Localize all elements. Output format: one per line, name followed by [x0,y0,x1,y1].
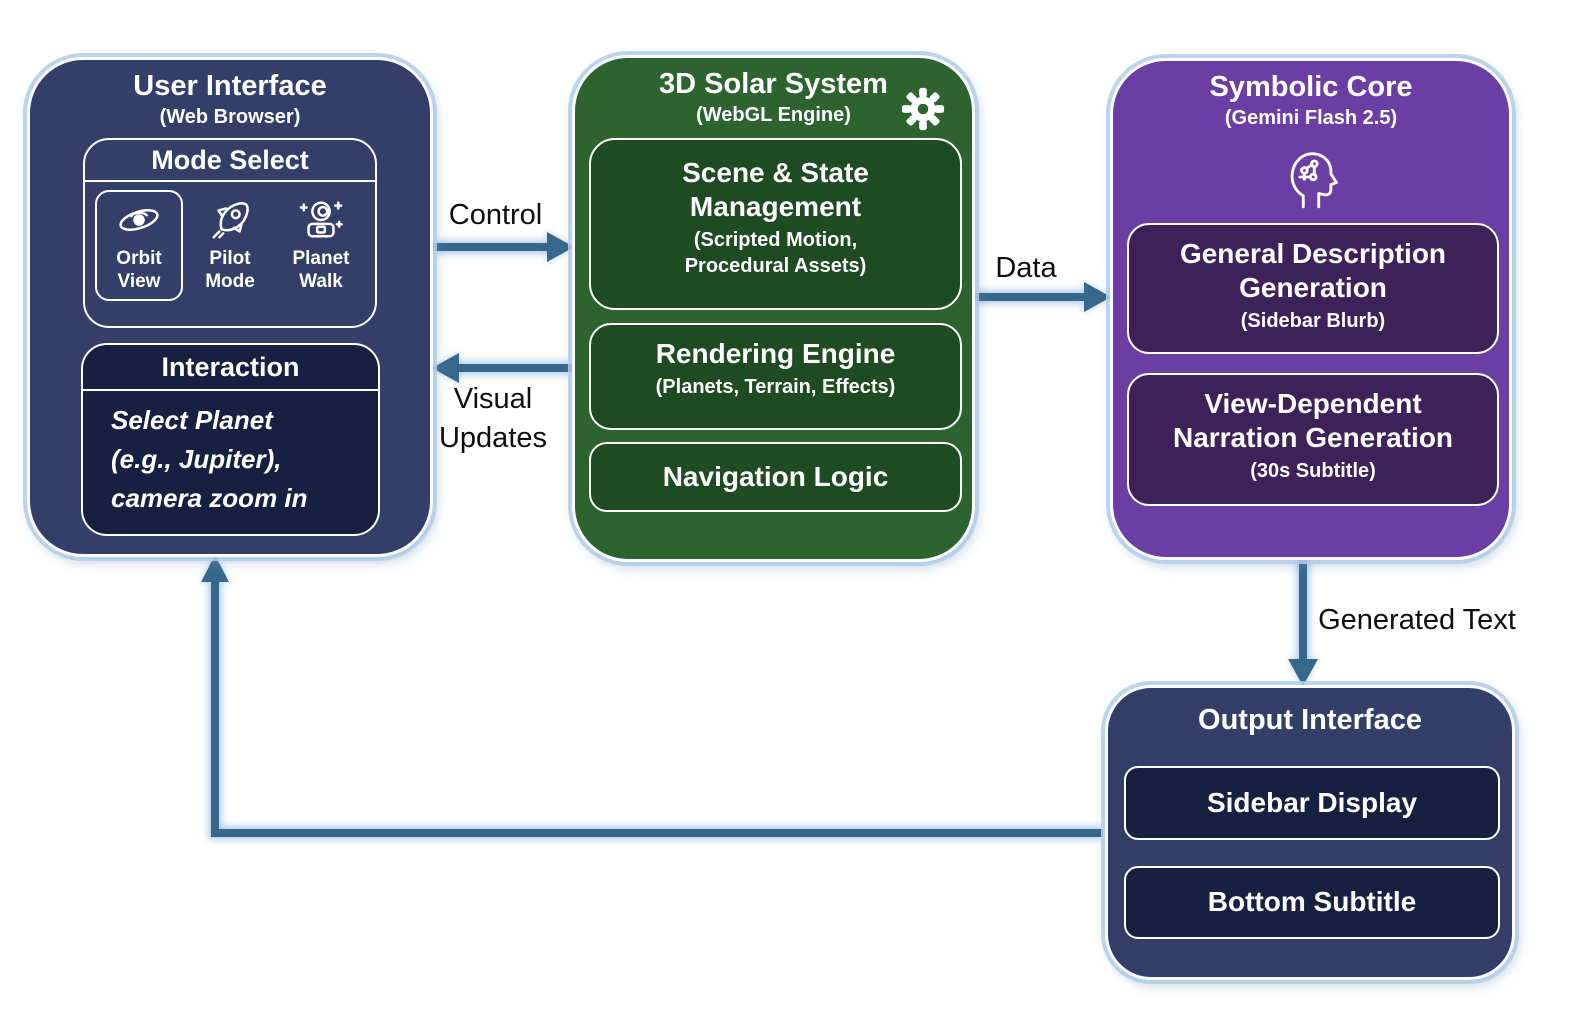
solar-system-title: 3D Solar System [659,68,888,100]
rendering-engine-subtitle: (Planets, Terrain, Effects) [655,376,896,399]
rocket-icon [212,202,249,239]
feedback-loop-arrow [201,555,1103,840]
visual-updates-arrow-label: Visual Updates [438,383,547,455]
general-description-title: General Description Generation [1179,238,1447,304]
rendering-engine-title: Rendering Engine [655,338,896,369]
user-interface-subtitle: (Web Browser) [159,106,301,128]
galaxy-icon [119,209,159,231]
output-interface-node: Output Interface Sidebar Display Bottom … [1105,685,1515,980]
symbolic-core-title: Symbolic Core [1209,71,1413,103]
gear-icon [901,87,945,131]
interaction-title: Interaction [83,345,378,391]
mode-orbit-view-label: Orbit View [116,248,162,292]
bottom-subtitle-title: Bottom Subtitle [1207,886,1417,918]
mode-row: Orbit View Pilot Mode [85,182,375,301]
bottom-subtitle-block: Bottom Subtitle [1124,866,1500,939]
data-arrow-label: Data [995,252,1057,284]
rendering-engine-block: Rendering Engine (Planets, Terrain, Effe… [589,323,962,430]
mode-pilot-mode-label: Pilot Mode [205,248,255,292]
generated-text-arrow-label: Generated Text [1318,604,1516,636]
control-arrow [433,232,574,262]
output-interface-title: Output Interface [1198,704,1422,736]
brain-head-icon [1290,152,1338,209]
user-interface-node: User Interface (Web Browser) Mode Select… [27,57,433,557]
sidebar-display-title: Sidebar Display [1206,786,1418,818]
astronaut-icon [299,201,343,238]
navigation-logic-block: Navigation Logic [589,442,962,512]
scene-state-block: Scene & State Management (Scripted Motio… [589,138,962,310]
interaction-text: Select Planet (e.g., Jupiter), camera zo… [111,405,308,513]
interaction-panel: Interaction Select Planet (e.g., Jupiter… [81,343,380,536]
solar-system-subtitle: (WebGL Engine) [696,104,851,126]
mode-pilot-mode-button[interactable]: Pilot Mode [186,190,274,301]
general-description-block: General Description Generation (Sidebar … [1127,223,1499,354]
user-interface-title: User Interface [133,70,327,102]
mode-planet-walk-label: Planet Walk [292,248,350,292]
view-dependent-narration-block: View-Dependent Narration Generation (30s… [1127,373,1499,506]
view-dependent-narration-subtitle: (30s Subtitle) [1250,460,1376,483]
scene-state-subtitle: (Scripted Motion, Procedural Assets) [684,229,867,277]
generated-text-arrow [1288,558,1318,686]
navigation-logic-title: Navigation Logic [662,460,889,492]
mode-select-panel: Mode Select Orbit View [83,138,377,328]
mode-orbit-view-button[interactable]: Orbit View [95,190,183,301]
control-arrow-label: Control [448,199,543,231]
view-dependent-narration-title: View-Dependent Narration Generation [1172,388,1454,454]
scene-state-title: Scene & State Management [682,157,869,223]
sidebar-display-block: Sidebar Display [1124,766,1500,840]
symbolic-core-node: Symbolic Core (Gemini Flash 2.5) General… [1110,58,1512,560]
general-description-subtitle: (Sidebar Blurb) [1240,310,1386,333]
symbolic-core-subtitle: (Gemini Flash 2.5) [1224,107,1398,129]
mode-select-title: Mode Select [85,140,375,182]
solar-system-node: 3D Solar System (WebGL Engine) Scene & S… [572,55,975,562]
mode-planet-walk-button[interactable]: Planet Walk [277,190,365,301]
data-arrow [975,282,1111,312]
